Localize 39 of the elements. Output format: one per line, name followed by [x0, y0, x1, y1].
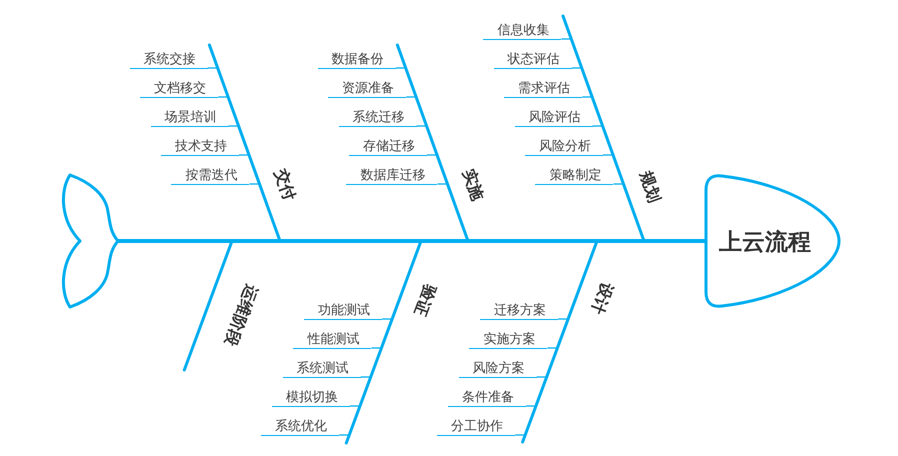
cause-label: 数据库迁移	[346, 166, 438, 184]
bone-label: 设计	[586, 280, 616, 316]
cause-label: 数据备份	[318, 50, 396, 68]
cause-label: 条件准备	[448, 388, 526, 406]
cause-label: 存储迁移	[349, 136, 428, 156]
bone-label: 实施	[457, 166, 488, 204]
head-title: 上云流程	[719, 228, 811, 256]
cause-label: 需求评估	[504, 78, 582, 98]
cause-label: 资源准备	[328, 78, 406, 98]
bone-label: 运维阶段	[220, 282, 261, 348]
cause-label: 信息收集	[483, 20, 562, 40]
cause-label: 性能测试	[293, 330, 372, 348]
cause-label: 场景培训	[150, 108, 229, 126]
cause-label: 风险方案	[458, 358, 537, 378]
bone-label: 交付	[269, 166, 300, 204]
bone-label: 规划	[634, 168, 664, 206]
cause-label: 实施方案	[469, 330, 548, 348]
cause-label: 功能测试	[304, 300, 382, 320]
bone-label: 验证	[409, 282, 439, 318]
cause-label: 系统优化	[261, 416, 340, 436]
spine-line	[118, 239, 706, 243]
cause-label: 系统测试	[282, 358, 361, 378]
cause-label: 风险评估	[514, 108, 593, 126]
branch-line	[614, 183, 632, 206]
branch-line	[339, 281, 407, 436]
branch-line	[438, 183, 456, 204]
cause-label: 系统交接	[130, 50, 208, 68]
cause-label: 迁移方案	[480, 300, 558, 320]
cause-label: 技术支持	[161, 136, 240, 156]
cause-label: 模拟切换	[272, 388, 350, 406]
cause-label: 风险分析	[525, 136, 604, 156]
cause-label: 系统迁移	[338, 108, 417, 126]
branch-line	[250, 183, 268, 204]
branch-line	[515, 279, 584, 436]
cause-label: 状态评估	[494, 50, 572, 68]
cause-label: 分工协作	[437, 416, 516, 436]
cause-label: 按需迭代	[171, 166, 250, 184]
cause-label: 策略制定	[535, 166, 614, 184]
cause-label: 文档移交	[140, 78, 218, 98]
